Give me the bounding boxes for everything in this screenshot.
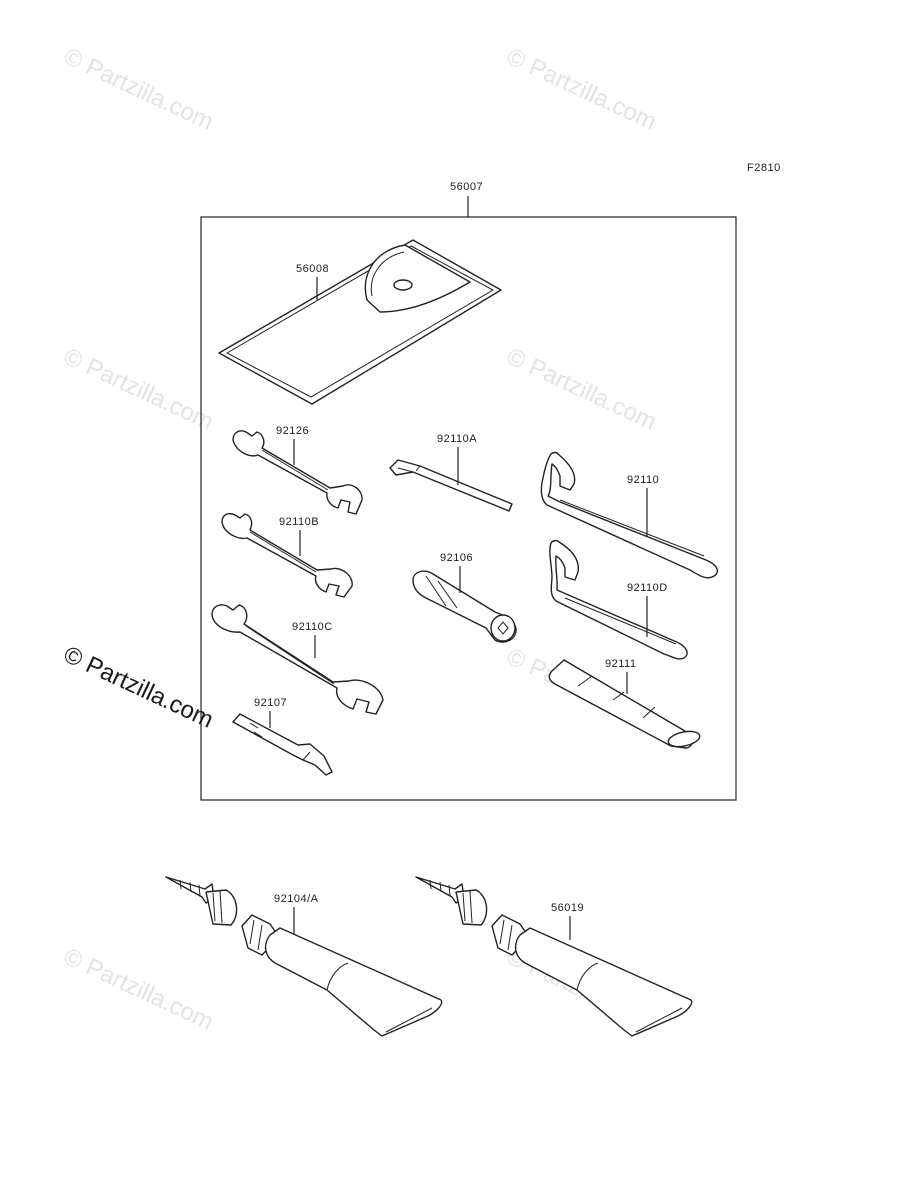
tool-kit-box — [200, 216, 737, 801]
plug-socket-92106 — [412, 570, 517, 643]
figure-code: F2810 — [747, 162, 781, 174]
grease-tube-92104A — [165, 876, 443, 1037]
watermark: © Partzilla.com — [59, 43, 217, 136]
label-56008: 56008 — [296, 263, 329, 275]
label-92107: 92107 — [254, 697, 287, 709]
label-92111: 92111 — [605, 658, 636, 670]
hex-key-92110A — [389, 459, 513, 512]
label-92126: 92126 — [276, 425, 309, 437]
label-56019: 56019 — [551, 902, 584, 914]
label-92106: 92106 — [440, 552, 473, 564]
label-92110: 92110 — [627, 474, 659, 486]
screwdriver-bit-92107 — [232, 713, 333, 776]
watermark-dark: © Partzilla.com — [59, 641, 217, 734]
open-end-wrench-92110C — [211, 604, 384, 715]
open-end-wrench-92110B — [221, 513, 353, 598]
watermark: © Partzilla.com — [59, 343, 217, 436]
label-92110A: 92110A — [437, 433, 477, 445]
grease-tube-56019 — [415, 876, 693, 1037]
watermark: © Partzilla.com — [502, 343, 660, 436]
label-92104A: 92104/A — [274, 893, 319, 905]
hook-spanner-92110D — [549, 539, 688, 660]
watermark: © Partzilla.com — [59, 943, 217, 1036]
watermark: © Partzilla.com — [502, 43, 660, 136]
hook-spanner-92110 — [540, 451, 719, 579]
label-92110B: 92110B — [279, 516, 319, 528]
extension-bar-92111 — [548, 659, 701, 749]
label-92110C: 92110C — [292, 621, 333, 633]
watermarks: © Partzilla.com © Partzilla.com © Partzi… — [59, 43, 660, 1036]
label-56007: 56007 — [450, 181, 483, 193]
label-92110D: 92110D — [627, 582, 668, 594]
tool-pouch — [218, 239, 502, 405]
open-end-wrench-92126 — [232, 430, 363, 515]
